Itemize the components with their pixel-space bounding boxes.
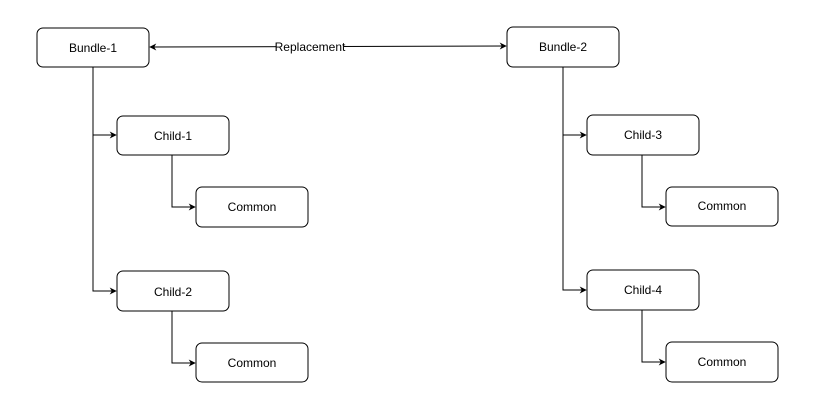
node-bundle-1-label: Bundle-1 xyxy=(69,41,117,55)
node-common-3[interactable]: Common xyxy=(665,186,779,227)
node-child-2[interactable]: Child-2 xyxy=(116,270,230,312)
node-common-3-label: Common xyxy=(698,199,747,213)
node-child-4[interactable]: Child-4 xyxy=(586,269,700,311)
node-bundle-1[interactable]: Bundle-1 xyxy=(36,27,150,68)
node-child-2-label: Child-2 xyxy=(154,285,192,299)
connector-bundle2-child3 xyxy=(562,67,587,139)
node-common-1[interactable]: Common xyxy=(195,186,309,228)
node-child-3-label: Child-3 xyxy=(624,128,662,142)
replacement-label-bg xyxy=(276,40,344,54)
connector-bundle2-child4 xyxy=(562,67,587,294)
node-common-2[interactable]: Common xyxy=(195,342,309,383)
connector-bundle1-child1 xyxy=(92,67,117,139)
node-child-1-label: Child-1 xyxy=(154,129,192,143)
connector-child3-common3 xyxy=(641,155,666,211)
node-common-4-label: Common xyxy=(698,355,747,369)
replacement-label: Replacement xyxy=(275,40,346,54)
node-bundle-2[interactable]: Bundle-2 xyxy=(506,26,620,68)
node-common-4[interactable]: Common xyxy=(665,341,779,383)
node-bundle-2-label: Bundle-2 xyxy=(539,40,587,54)
connector-child1-common1 xyxy=(171,155,196,211)
node-common-2-label: Common xyxy=(228,356,277,370)
node-child-3[interactable]: Child-3 xyxy=(586,114,700,156)
node-child-1[interactable]: Child-1 xyxy=(116,115,230,156)
node-common-1-label: Common xyxy=(228,200,277,214)
connector-child4-common4 xyxy=(641,310,666,366)
node-child-4-label: Child-4 xyxy=(624,283,662,297)
connector-bundle1-child2 xyxy=(92,67,117,295)
connector-child2-common2 xyxy=(171,311,196,367)
